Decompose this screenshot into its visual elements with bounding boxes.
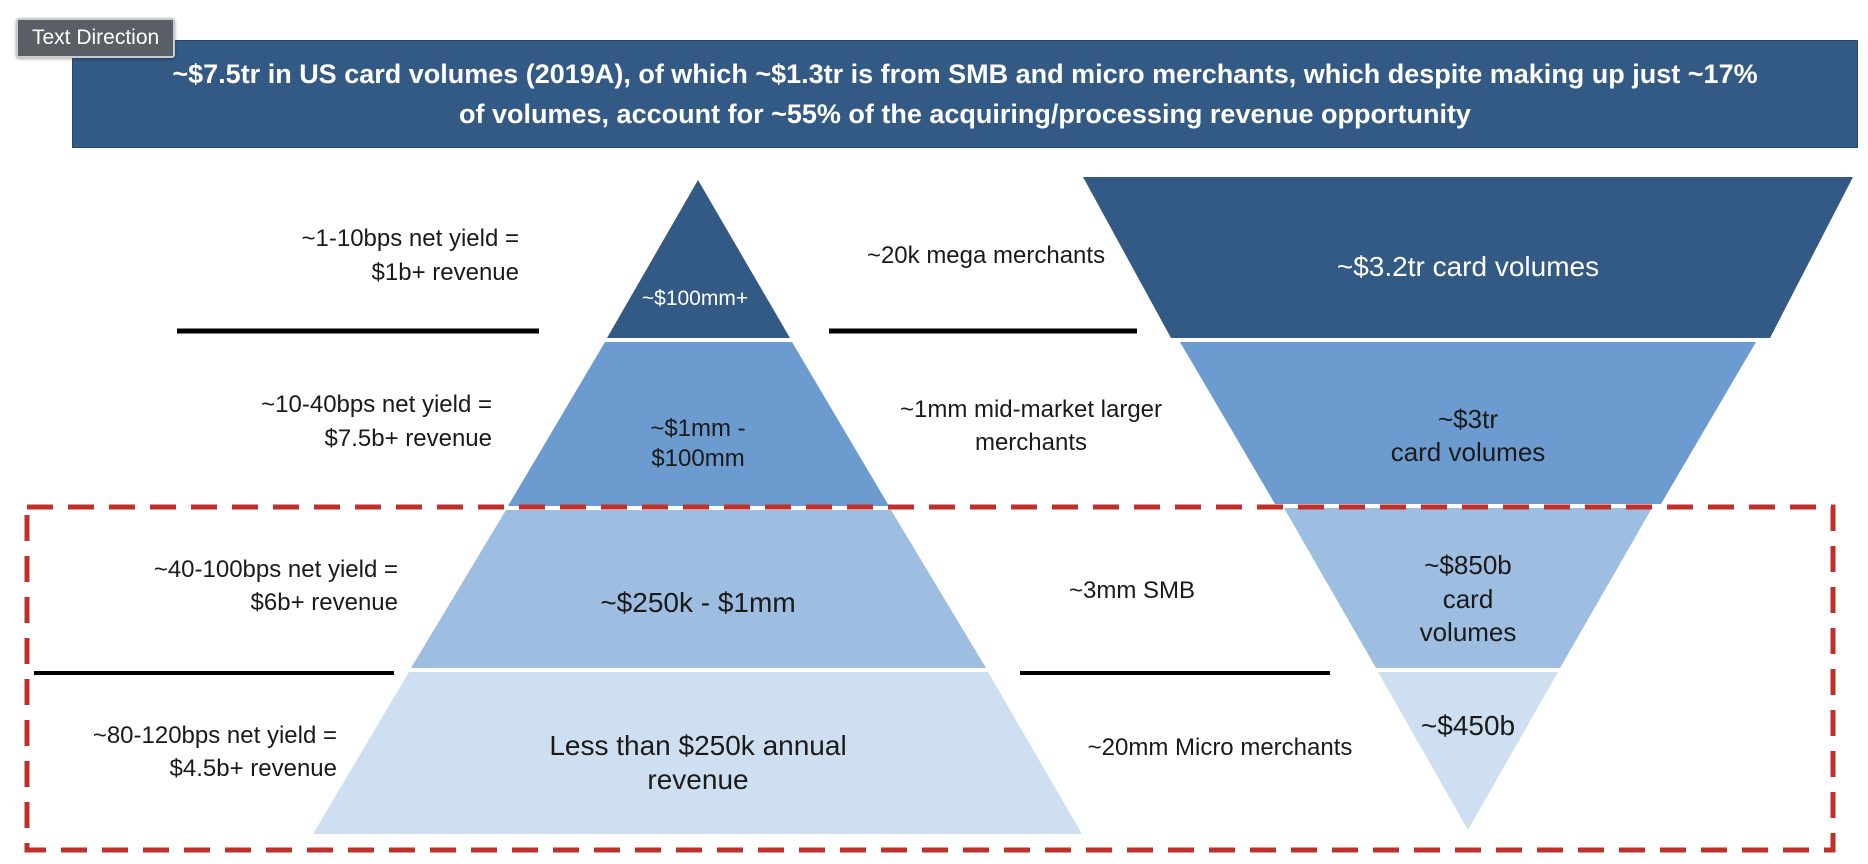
funnel-tier-4	[1378, 672, 1558, 830]
tier-4-yield-line-2: $4.5b+ revenue	[170, 755, 337, 782]
tier-3-yield-line-2: $6b+ revenue	[251, 589, 398, 616]
tier-1-size-label: ~$100mm+	[642, 287, 748, 310]
tier-3-yield-line-1: ~40-100bps net yield =	[154, 556, 398, 583]
card-volume-labels: ~$3.2tr card volumes ~$3tr card volumes …	[1337, 251, 1599, 741]
funnel-tier-1	[1083, 177, 1853, 338]
tier-3-volume-line-3: volumes	[1420, 617, 1517, 647]
tier-2-yield-line-2: $7.5b+ revenue	[325, 425, 492, 452]
funnel-tier-2	[1180, 342, 1756, 504]
tier-3-volume-line-2: card	[1443, 584, 1494, 614]
pyramid-tier-1	[607, 180, 790, 338]
text-direction-tooltip: Text Direction	[16, 18, 176, 58]
tier-3-volume-line-1: ~$850b	[1424, 550, 1511, 580]
tier-4-size-line-2: revenue	[647, 764, 748, 795]
tier-1-merchants-label: ~20k mega merchants	[867, 242, 1105, 269]
headline-banner: ~$7.5tr in US card volumes (2019A), of w…	[72, 40, 1858, 148]
merchant-size-pyramid	[313, 180, 1082, 834]
tier-2-volume-line-2: card volumes	[1391, 437, 1546, 467]
pyramid-tier-4	[313, 672, 1082, 834]
tier-1-yield-line-2: $1b+ revenue	[372, 259, 519, 286]
tier-2-merchants-line-1: ~1mm mid-market larger	[900, 396, 1162, 423]
tier-2-size-line-2: $100mm	[651, 445, 744, 472]
smb-micro-highlight-box	[24, 504, 1836, 853]
pyramid-tier-2	[508, 342, 889, 506]
tier-2-yield-line-1: ~10-40bps net yield =	[261, 391, 492, 418]
card-volume-funnel	[1083, 177, 1853, 830]
tier-2-merchants-line-2: merchants	[975, 429, 1087, 456]
pyramid-tier-3	[411, 510, 986, 668]
tier-1-yield-line-1: ~1-10bps net yield =	[302, 225, 520, 252]
yield-labels: ~1-10bps net yield = $1b+ revenue ~10-40…	[93, 225, 519, 782]
tier-3-merchants-label: ~3mm SMB	[1069, 577, 1195, 604]
tier-4-size-line-1: Less than $250k annual	[549, 730, 846, 761]
tier-2-volume-line-1: ~$3tr	[1438, 404, 1498, 434]
banner-line-1: ~$7.5tr in US card volumes (2019A), of w…	[172, 59, 1758, 89]
tier-2-size-line-1: ~$1mm -	[650, 415, 745, 442]
banner-line-2: of volumes, account for ~55% of the acqu…	[459, 99, 1471, 129]
tier-3-size-label: ~$250k - $1mm	[600, 587, 795, 618]
tier-4-yield-line-1: ~80-120bps net yield =	[93, 722, 337, 749]
merchant-count-labels: ~20k mega merchants ~1mm mid-market larg…	[867, 242, 1352, 761]
merchant-size-labels: ~$100mm+ ~$1mm - $100mm ~$250k - $1mm Le…	[549, 287, 846, 795]
tier-4-volume-label: ~$450b	[1421, 710, 1515, 741]
funnel-tier-3	[1284, 508, 1652, 668]
tier-1-volume-label: ~$3.2tr card volumes	[1337, 251, 1599, 282]
tier-4-merchants-label: ~20mm Micro merchants	[1088, 734, 1353, 761]
tier-separators	[34, 328, 1330, 675]
